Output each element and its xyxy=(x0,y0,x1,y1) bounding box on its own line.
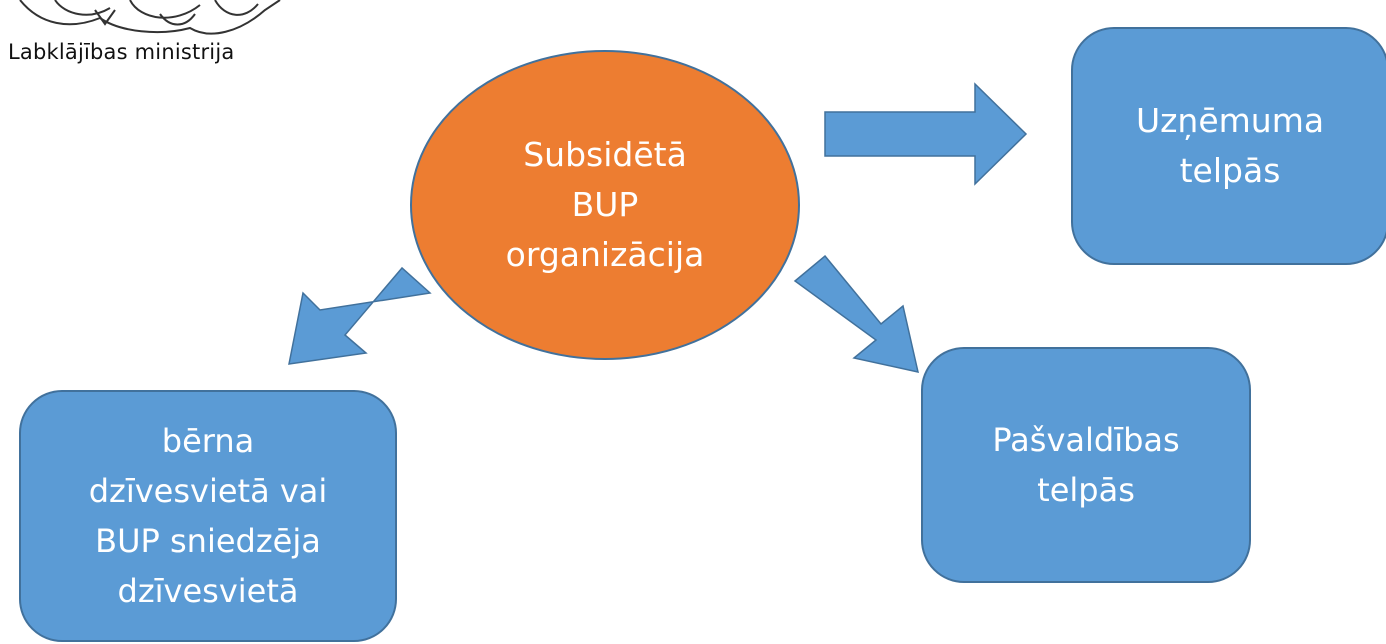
center-node-label: Subsidētā BUP organizācija xyxy=(410,50,800,360)
uznemuma-line-1: Uzņēmuma xyxy=(1135,101,1325,140)
berna-node-label: bērna dzīvesvietā vai BUP sniedzēja dzīv… xyxy=(20,391,396,641)
coat-of-arms-icon xyxy=(19,0,281,35)
center-line-2: BUP xyxy=(571,185,639,224)
uznemuma-node-label: Uzņēmuma telpās xyxy=(1072,28,1386,264)
arrow-down-left xyxy=(288,266,432,365)
pasvaldibas-node-label: Pašvaldības telpās xyxy=(922,348,1250,582)
berna-line-2: dzīvesvietā vai xyxy=(88,472,328,510)
box-berna xyxy=(19,390,397,642)
arrow-right xyxy=(824,82,1028,186)
pasvaldibas-line-1: Pašvaldības xyxy=(992,421,1180,459)
pasvaldibas-line-2: telpās xyxy=(1037,471,1135,509)
box-pasvaldibas xyxy=(921,347,1251,583)
center-line-1: Subsidētā xyxy=(523,135,687,174)
center-line-3: organizācija xyxy=(505,235,705,274)
berna-line-4: dzīvesvietā xyxy=(117,572,299,610)
box-uznemuma xyxy=(1071,27,1386,265)
uznemuma-line-2: telpās xyxy=(1179,151,1281,190)
circle-center xyxy=(410,50,800,360)
arrow-down-right xyxy=(793,254,919,373)
berna-line-3: BUP sniedzēja xyxy=(95,522,321,560)
logo-text: Labklājības ministrija xyxy=(8,40,235,64)
berna-line-1: bērna xyxy=(161,422,255,460)
logo-area: Labklājības ministrija xyxy=(0,0,330,70)
